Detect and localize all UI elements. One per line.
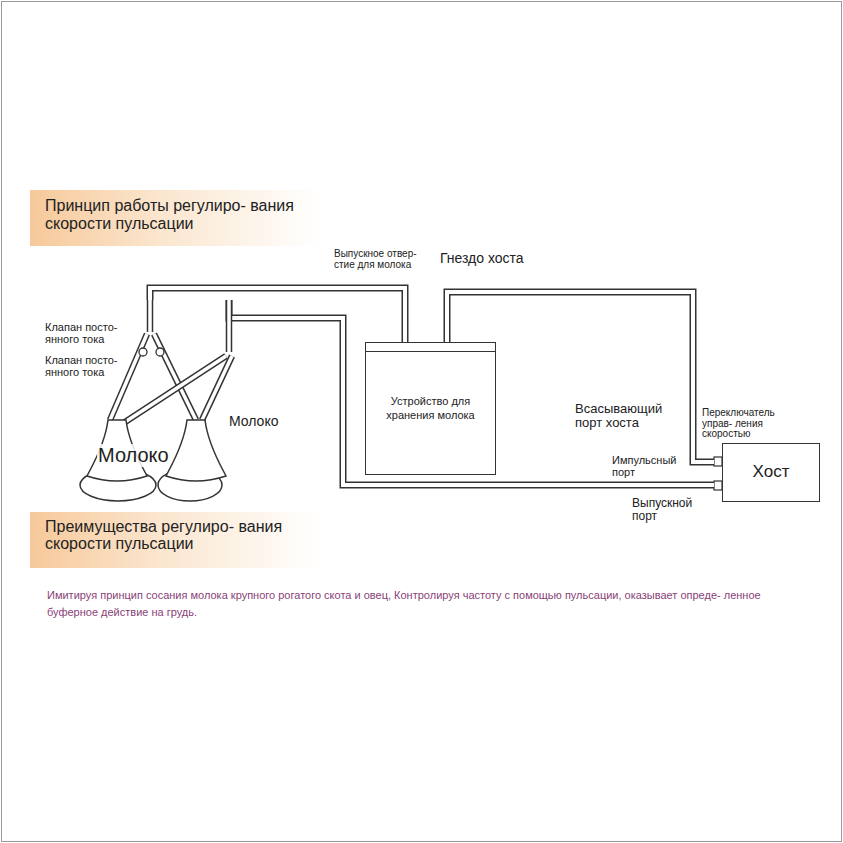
box-label: Устройство для хранения молока xyxy=(374,395,487,421)
teat-cup-drawing xyxy=(78,300,243,505)
valve xyxy=(156,348,164,356)
lid-line xyxy=(366,351,495,352)
cup-label: Молоко xyxy=(97,444,170,467)
pipe-stroke xyxy=(122,356,226,424)
pipe-stroke xyxy=(110,334,147,420)
pipe-stroke xyxy=(202,356,232,420)
part-label: Гнездо хоста xyxy=(440,251,524,266)
box-label: Хост xyxy=(753,462,790,482)
host-box: Хост xyxy=(722,443,820,502)
pipe-stroke xyxy=(148,300,152,332)
pipe-stroke xyxy=(226,300,233,352)
part-label: Импульсный порт xyxy=(612,455,686,478)
box-text-group: Устройство для хранения молока xyxy=(366,395,495,421)
pipe-stroke xyxy=(110,334,147,420)
box-text-group: Хост xyxy=(745,462,798,482)
heading: Преимущества регулиро- вания скорости пу… xyxy=(45,519,295,553)
teat-cups: Молоко xyxy=(78,300,243,505)
part-label: Выпускное отвер- стие для молока xyxy=(334,249,426,270)
part-label: Выпускной порт xyxy=(632,497,712,522)
pipe-stroke xyxy=(202,356,232,420)
pipe-stroke xyxy=(229,300,714,485)
pipe-stroke xyxy=(122,356,226,424)
pipe-stroke xyxy=(229,300,714,485)
pipe-stroke xyxy=(147,300,154,332)
teat-cup xyxy=(166,420,226,481)
storage-box: Устройство для хранения молока xyxy=(365,342,496,475)
part-label: Клапан посто- янного тока xyxy=(45,355,120,378)
part-label: Клапан посто- янного тока xyxy=(45,322,120,345)
part-label: Всасывающий порт хоста xyxy=(575,402,675,429)
host-port xyxy=(714,457,722,490)
valve xyxy=(139,348,147,356)
pipe xyxy=(229,300,714,485)
heading: Принцип работы регулиро- вания скорости … xyxy=(45,197,295,234)
part-label: Молоко xyxy=(229,414,278,429)
part-label: Переключатель управ- ления скоростью xyxy=(702,408,798,440)
caption: Имитируя принцип сосания молока крупного… xyxy=(47,587,812,620)
pipe-stroke xyxy=(227,300,231,352)
